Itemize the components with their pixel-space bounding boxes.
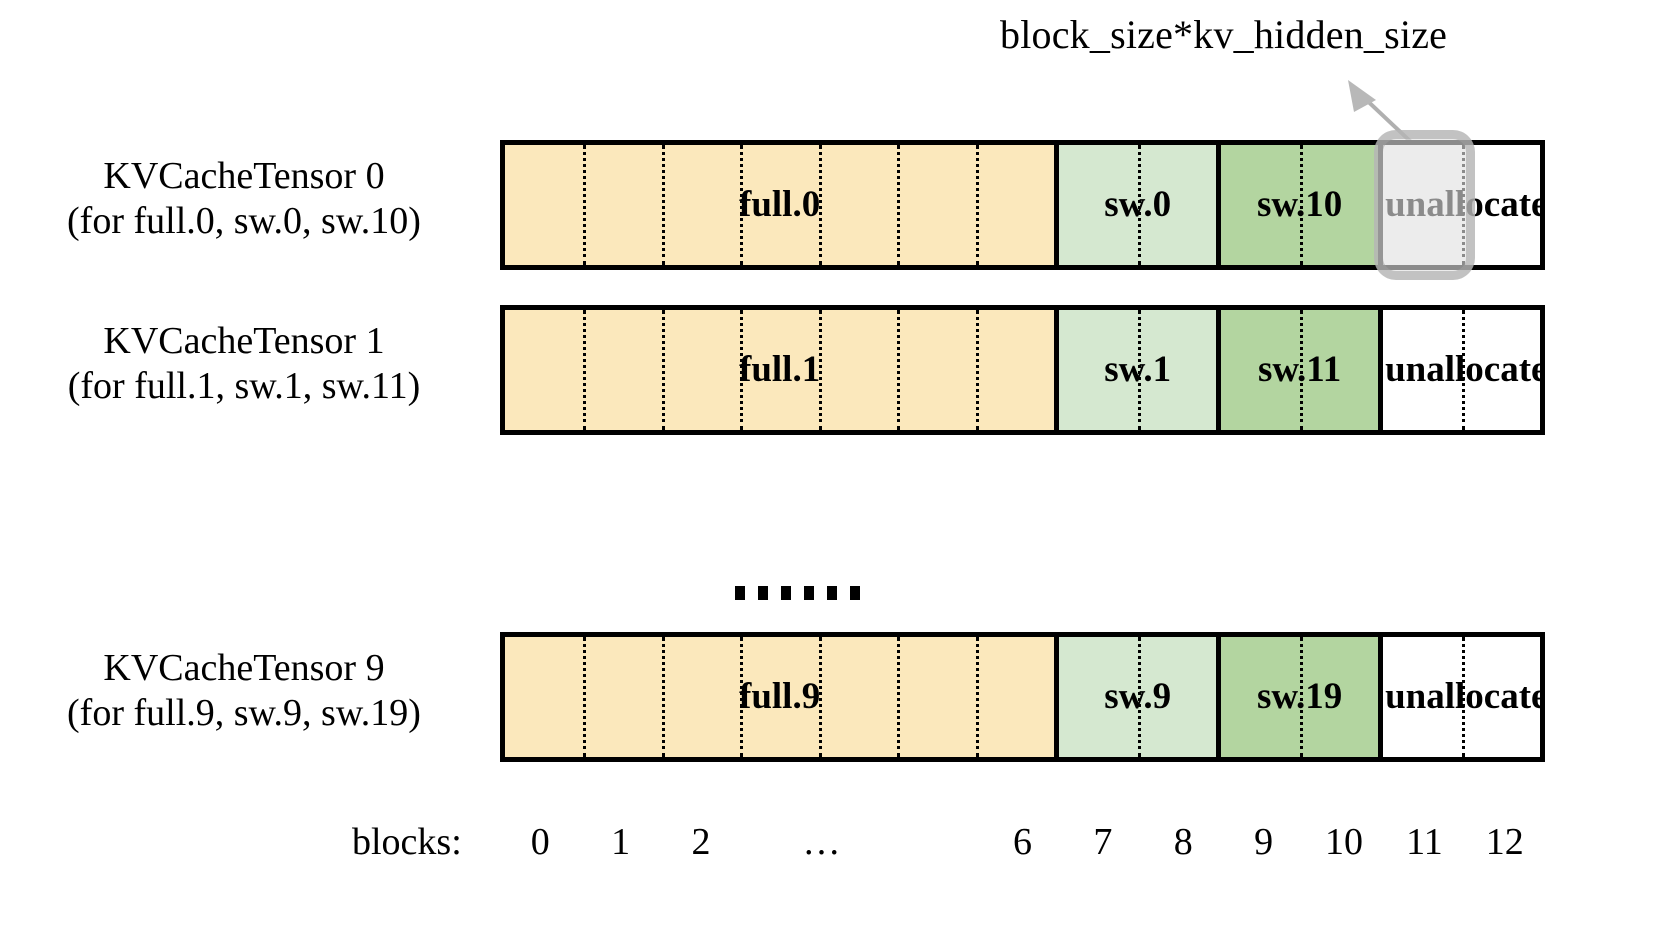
row-label-subtitle: (for full.9, sw.9, sw.19) xyxy=(67,691,421,734)
axis-tick-9: 9 xyxy=(1254,821,1274,863)
axis-tick-11: 11 xyxy=(1406,821,1443,863)
block-divider xyxy=(661,310,665,430)
kvcache-tensor-bar-kvcachetensor-0: full.0 sw.0 sw.10 unallocated xyxy=(500,140,1545,270)
ellipsis-dot xyxy=(804,586,814,600)
axis-tick-7: 7 xyxy=(1093,821,1113,863)
row-label-kvcachetensor-0: KVCacheTensor 0(for full.0, sw.0, sw.10) xyxy=(0,154,488,244)
unallocated-segment: unallocated xyxy=(1378,637,1540,757)
block-divider xyxy=(1137,145,1141,265)
axis-tick-…: … xyxy=(802,821,841,863)
full-segment: full.1 xyxy=(505,310,1055,430)
axis-tick-0: 0 xyxy=(530,821,550,863)
sw-segment: sw.1 xyxy=(1054,310,1217,430)
unallocated-segment: unallocated xyxy=(1378,145,1540,265)
ellipsis-dot xyxy=(850,586,860,600)
ellipsis-dot xyxy=(827,586,837,600)
block-divider xyxy=(583,310,587,430)
sw-segment: sw.9 xyxy=(1054,637,1217,757)
axis-tick-10: 10 xyxy=(1325,821,1364,863)
row-label-title: KVCacheTensor 0 xyxy=(103,155,385,197)
axis-tick-8: 8 xyxy=(1173,821,1193,863)
row-label-title: KVCacheTensor 9 xyxy=(103,647,385,689)
block-divider xyxy=(1299,310,1303,430)
sw-segment: sw.0 xyxy=(1054,145,1217,265)
sw-segment-label: sw.1 xyxy=(1104,348,1172,390)
full-segment-label: full.9 xyxy=(739,675,821,717)
sw-segment-label: sw.9 xyxy=(1104,675,1172,717)
block-divider xyxy=(897,145,901,265)
sw-second-segment: sw.19 xyxy=(1216,637,1379,757)
unallocated-segment-label: unallocated xyxy=(1385,183,1540,225)
unallocated-segment-label: unallocated xyxy=(1385,675,1540,717)
block-divider xyxy=(818,637,822,757)
block-divider xyxy=(740,637,744,757)
block-divider xyxy=(818,310,822,430)
axis-tick-1: 1 xyxy=(611,821,631,863)
axis-tick-2: 2 xyxy=(691,821,711,863)
axis-title: blocks: xyxy=(352,821,462,863)
full-segment-label: full.0 xyxy=(739,183,821,225)
block-divider xyxy=(1299,637,1303,757)
block-divider xyxy=(975,637,979,757)
axis-tick-12: 12 xyxy=(1485,821,1524,863)
block-divider xyxy=(661,637,665,757)
block-size-annotation: block_size*kv_hidden_size xyxy=(1000,12,1448,57)
block-divider xyxy=(583,145,587,265)
block-divider xyxy=(1137,637,1141,757)
block-divider xyxy=(1137,310,1141,430)
block-divider xyxy=(818,145,822,265)
ellipsis-dot xyxy=(758,586,768,600)
sw-segment-label: sw.0 xyxy=(1104,183,1172,225)
sw-second-segment-label: sw.19 xyxy=(1256,675,1343,717)
full-segment: full.0 xyxy=(505,145,1055,265)
block-divider xyxy=(1299,145,1303,265)
block-divider xyxy=(1461,637,1465,757)
sw-second-segment: sw.10 xyxy=(1216,145,1379,265)
block-divider xyxy=(740,145,744,265)
full-segment: full.9 xyxy=(505,637,1055,757)
kvcache-tensor-bar-kvcachetensor-1: full.1 sw.1 sw.11 unallocated xyxy=(500,305,1545,435)
sw-second-segment: sw.11 xyxy=(1216,310,1379,430)
block-divider xyxy=(740,310,744,430)
block-divider xyxy=(1461,310,1465,430)
sw-second-segment-label: sw.11 xyxy=(1257,348,1342,390)
block-divider xyxy=(975,145,979,265)
full-segment-label: full.1 xyxy=(739,348,821,390)
block-divider xyxy=(661,145,665,265)
block-divider xyxy=(897,310,901,430)
row-label-title: KVCacheTensor 1 xyxy=(103,320,385,362)
rows-ellipsis xyxy=(735,586,860,600)
block-divider xyxy=(897,637,901,757)
kvcache-tensor-bar-kvcachetensor-9: full.9 sw.9 sw.19 unallocated xyxy=(500,632,1545,762)
unallocated-segment-label: unallocated xyxy=(1385,348,1540,390)
block-divider xyxy=(583,637,587,757)
unallocated-segment: unallocated xyxy=(1378,310,1540,430)
axis-tick-6: 6 xyxy=(1013,821,1032,863)
row-label-subtitle: (for full.1, sw.1, sw.11) xyxy=(67,364,421,407)
sw-second-segment-label: sw.10 xyxy=(1256,183,1343,225)
row-label-kvcachetensor-1: KVCacheTensor 1(for full.1, sw.1, sw.11) xyxy=(0,319,488,409)
row-label-subtitle: (for full.0, sw.0, sw.10) xyxy=(67,199,421,242)
block-divider xyxy=(975,310,979,430)
ellipsis-dot xyxy=(781,586,791,600)
ellipsis-dot xyxy=(735,586,745,600)
row-label-kvcachetensor-9: KVCacheTensor 9(for full.9, sw.9, sw.19) xyxy=(0,646,488,736)
